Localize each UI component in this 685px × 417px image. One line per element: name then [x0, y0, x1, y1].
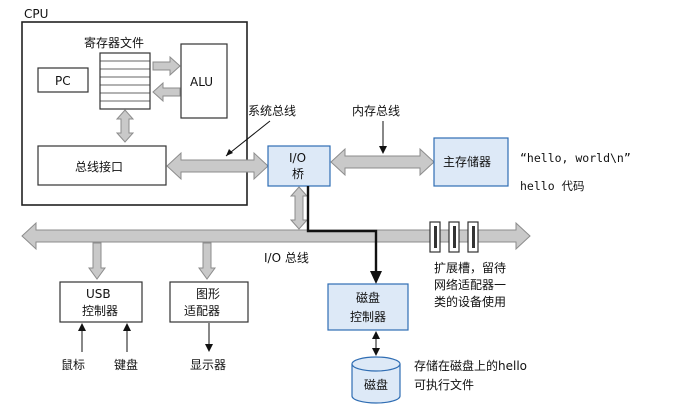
memory-bus-pointer-head: [379, 146, 387, 154]
system-bus-pointer: [225, 120, 271, 157]
register-file-box: [99, 52, 151, 110]
cpu-title: CPU: [24, 7, 48, 21]
expansion-note-line2: 网络适配器一: [434, 277, 506, 292]
expansion-note-line1: 扩展槽，留待: [434, 261, 506, 275]
memory-bus-label: 内存总线: [352, 104, 400, 118]
regfile-to-alu-arrow: [152, 55, 181, 77]
regfile-bus-interface-arrow: [115, 109, 135, 143]
bus-interface-label: 总线接口: [75, 159, 123, 174]
main-memory: [433, 137, 509, 187]
io-bridge: [267, 145, 331, 187]
io-bus: [21, 221, 531, 251]
alu-label: ALU: [190, 75, 213, 89]
system-bus: [166, 151, 269, 181]
graphics-adapter: [169, 281, 249, 323]
graphics-bus-drop: [198, 242, 216, 280]
system-bus-pointer-head: [226, 149, 233, 156]
display-label: 显示器: [190, 358, 226, 372]
graphics-adapter-line1: 图形: [196, 287, 220, 301]
disk-controller-line2: 控制器: [350, 310, 386, 324]
register-file: [99, 52, 151, 110]
alu-to-regfile-arrow: [152, 81, 181, 103]
usb-controller: [59, 281, 143, 323]
usb-controller-line2: 控制器: [82, 304, 118, 318]
cpu-frame: [21, 21, 248, 206]
disk-drive: 磁盘: [351, 356, 401, 404]
io-bridge-line1: I/O: [289, 151, 306, 165]
graphics-adapter-line2: 适配器: [184, 304, 220, 318]
cpu-block: CPU 寄存器文件 PC ALU 总线接口: [21, 7, 248, 206]
usb-bus-drop: [88, 242, 106, 280]
hello-string: “hello, world\n”: [520, 151, 631, 165]
bus-interface: [37, 145, 167, 186]
hello-code: hello 代码: [520, 179, 585, 193]
expansion-slots: [429, 221, 479, 253]
mouse-label: 鼠标: [61, 358, 85, 372]
disk-controller-line1: 磁盘: [356, 290, 380, 305]
system-bus-label: 系统总线: [248, 104, 296, 118]
disk-controller: [327, 283, 409, 331]
bridge-to-disk-path: [306, 186, 378, 272]
disk-label: 磁盘: [364, 377, 388, 392]
expansion-note-line3: 类的设备使用: [434, 294, 506, 309]
pc-label: PC: [55, 74, 71, 88]
disk-note-line2: 可执行文件: [414, 377, 474, 392]
alu-unit: [180, 43, 228, 119]
pc-register: [37, 67, 89, 93]
io-bus-label: I/O 总线: [264, 251, 309, 265]
usb-controller-line1: USB: [86, 287, 111, 301]
bridge-io-bus-link: [289, 186, 309, 230]
bridge-to-disk-arrowhead: [370, 271, 382, 284]
keyboard-label: 键盘: [114, 357, 138, 372]
disk-note-line1: 存储在磁盘上的hello: [414, 358, 527, 373]
main-memory-label: 主存储器: [443, 154, 491, 169]
io-bridge-line2: 桥: [292, 167, 304, 181]
register-file-label: 寄存器文件: [84, 35, 144, 50]
